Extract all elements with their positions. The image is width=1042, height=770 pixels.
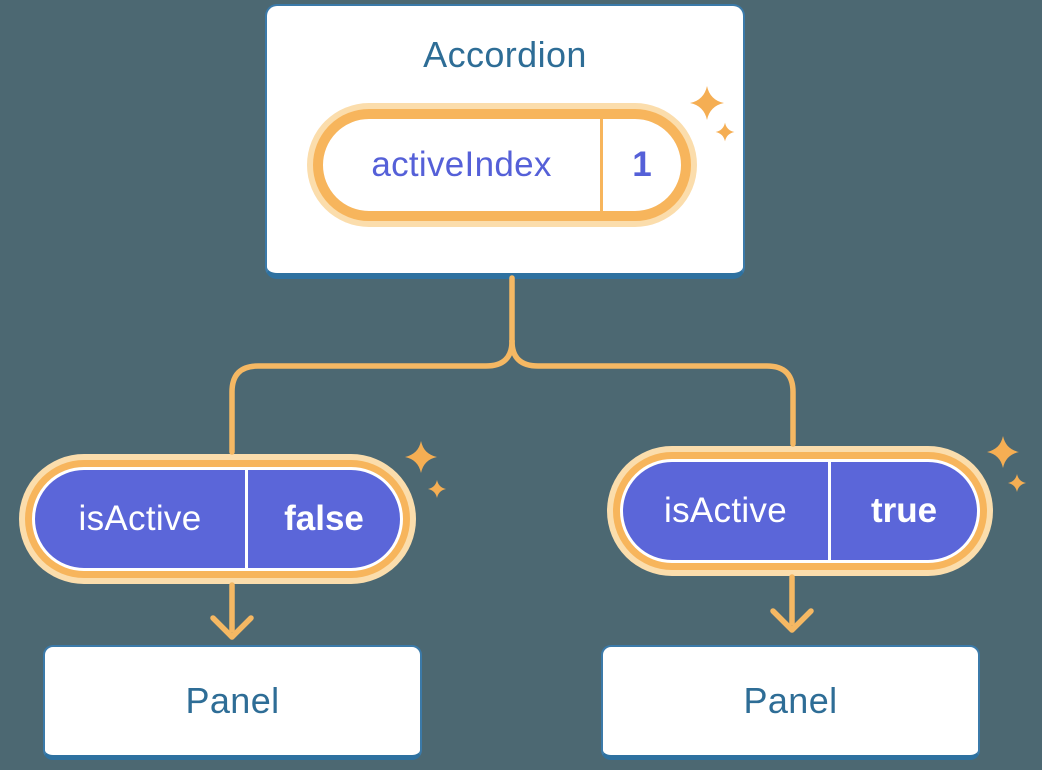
panel-node-right-title: Panel [743,680,838,721]
panel-node-left: Panel [43,645,422,760]
arrow-down-right-head [770,608,814,633]
sparkle-icon [427,479,447,499]
prop-pill-right-divider [828,462,831,560]
arrow-down-left-head [210,615,254,640]
state-pill-label: activeIndex [371,145,552,184]
prop-pill-right: isActive true [620,459,980,563]
state-pill-divider [600,119,603,211]
panel-node-right: Panel [601,645,980,760]
prop-pill-left: isActive false [32,467,403,571]
accordion-node: Accordion activeIndex 1 [265,4,745,279]
prop-pill-left-label: isActive [78,499,202,538]
state-pill: activeIndex 1 [313,109,691,221]
branch-connector-right [509,338,796,447]
panel-node-left-title: Panel [185,680,280,721]
branch-connector-left [229,338,515,455]
state-pill-value: 1 [632,145,652,184]
sparkle-icon [405,441,437,473]
sparkle-icon [1007,473,1027,493]
prop-pill-right-value: true [870,491,938,530]
prop-pill-right-label: isActive [664,491,787,530]
sparkle-icon [987,436,1019,468]
prop-pill-left-divider [245,470,248,568]
prop-pill-left-value: false [284,499,364,538]
accordion-node-title: Accordion [423,34,587,75]
